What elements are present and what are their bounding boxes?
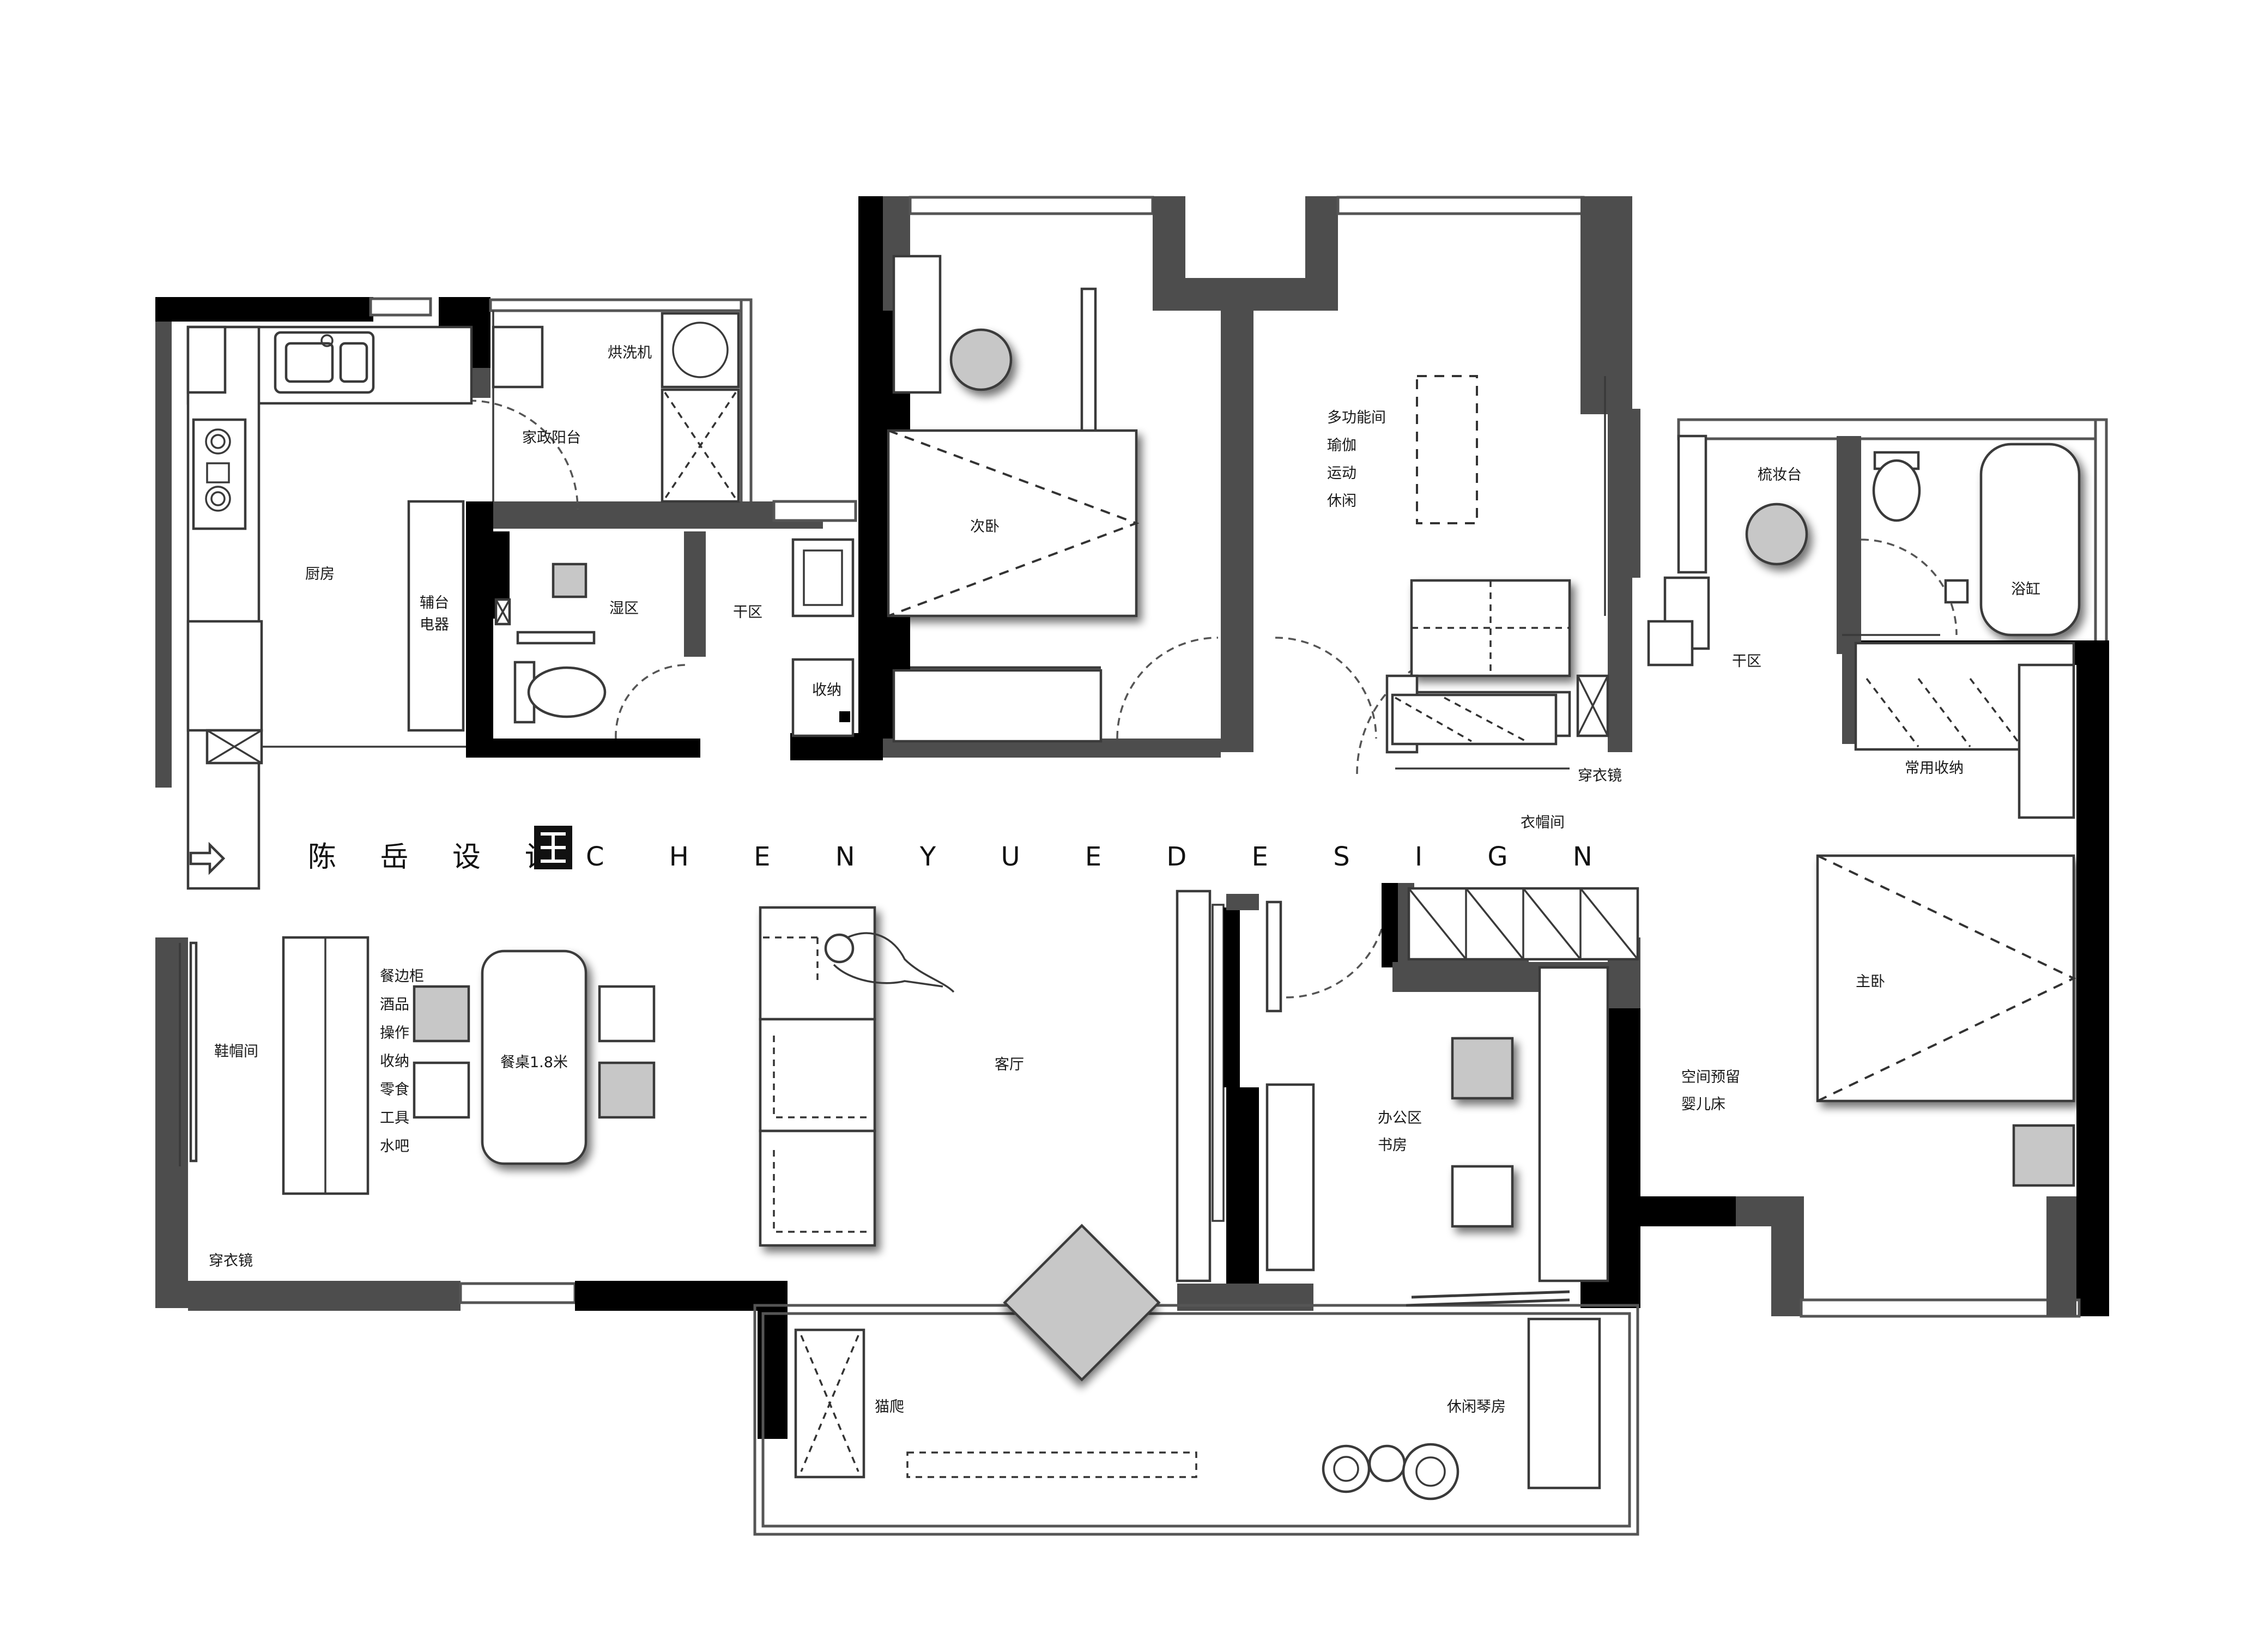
stove-icon xyxy=(192,418,247,530)
brand-line: 陈 岳 设 计 C H E N Y U E D E S I G N xyxy=(308,826,1621,874)
terrace-furniture xyxy=(794,1317,1601,1500)
label-crib-2: 婴儿床 xyxy=(1681,1096,1725,1113)
door-swing-kitchen-balcony xyxy=(468,400,579,510)
dining-table xyxy=(481,949,588,1165)
door-swing-master-bath xyxy=(1861,538,1958,636)
label-vanity: 梳妆台 xyxy=(1758,467,1802,483)
label-dressing-mirror-top: 穿衣镜 xyxy=(1578,767,1622,784)
potted-plant-icon xyxy=(1322,1443,1459,1500)
label-wet-zone: 湿区 xyxy=(609,600,639,617)
vanity-stool-icon xyxy=(1745,503,1808,566)
bathroom-fixtures xyxy=(493,531,855,737)
master-bedroom-furniture xyxy=(1816,663,2076,1187)
dining-furniture xyxy=(179,842,656,1195)
label-sideboard-5: 零食 xyxy=(380,1081,409,1098)
label-aux-counter-2: 电器 xyxy=(420,616,449,633)
label-dressing-mirror-bottom: 穿衣镜 xyxy=(209,1252,253,1269)
seal-logo-icon xyxy=(534,826,572,869)
label-office-1: 办公区 xyxy=(1378,1110,1422,1127)
bed xyxy=(1816,854,2075,1103)
sink-icon xyxy=(274,331,375,394)
label-sideboard-1: 餐边柜 xyxy=(380,968,424,985)
laundry-fixtures xyxy=(492,311,740,503)
multi-room-furniture xyxy=(1385,375,1609,754)
dryer-icon xyxy=(672,322,729,378)
label-dry-zone-right: 干区 xyxy=(1732,653,1761,670)
label-common-storage: 常用收纳 xyxy=(1905,760,1964,777)
label-sideboard-3: 操作 xyxy=(380,1025,409,1042)
label-second-bedroom: 次卧 xyxy=(970,518,1000,535)
chair xyxy=(598,985,656,1043)
kitchen-fixtures xyxy=(186,325,473,890)
label-dryer: 烘洗机 xyxy=(608,344,652,361)
second-bedroom-furniture xyxy=(887,328,1140,618)
label-multi-room-3: 运动 xyxy=(1327,465,1356,482)
label-crib-1: 空间预留 xyxy=(1681,1069,1740,1086)
label-multi-room-1: 多功能间 xyxy=(1327,409,1386,426)
label-cloakroom: 衣帽间 xyxy=(1521,814,1565,831)
room-labels: 厨房 家政阳台 烘洗机 辅台 电器 湿区 干区 收纳 次卧 多功能间 瑜伽 运动… xyxy=(209,344,2040,1415)
brand-name-cn: 陈 岳 设 计 xyxy=(308,841,571,874)
label-cat-climber: 猫爬 xyxy=(875,1399,904,1415)
label-service-balcony: 家政阳台 xyxy=(522,429,581,446)
label-storage-left: 收纳 xyxy=(812,682,841,699)
coffee-table xyxy=(1003,1224,1161,1382)
label-multi-room-4: 休闲 xyxy=(1327,493,1356,510)
chair xyxy=(598,1061,656,1119)
label-aux-counter-1: 辅台 xyxy=(420,595,449,612)
chair xyxy=(1451,1165,1514,1228)
study-furniture xyxy=(1451,966,1609,1282)
label-sideboard-4: 收纳 xyxy=(380,1053,409,1070)
label-office-2: 书房 xyxy=(1378,1137,1407,1154)
label-shoe-room: 鞋帽间 xyxy=(214,1043,258,1060)
bed xyxy=(887,429,1138,618)
round-stool-icon xyxy=(949,328,1013,391)
bathtub-icon xyxy=(1979,443,2081,637)
living-furniture xyxy=(759,889,1315,1382)
label-living-room: 客厅 xyxy=(995,1056,1024,1073)
toilet-icon xyxy=(513,661,607,724)
door-swing-bath xyxy=(615,664,687,739)
label-sideboard-2: 酒品 xyxy=(380,996,409,1013)
entry-arrow-icon xyxy=(189,842,226,875)
toilet-icon xyxy=(1872,451,1921,522)
door-swing-second-bedroom xyxy=(1116,637,1219,739)
person-lying-icon xyxy=(824,932,955,993)
label-master-bedroom: 主卧 xyxy=(1856,973,1885,990)
door-swing-study xyxy=(1286,896,1388,999)
door-swing-multi-room xyxy=(1275,637,1377,739)
chair xyxy=(413,985,470,1043)
label-dry-zone-left: 干区 xyxy=(733,604,762,621)
sofa xyxy=(759,906,876,1247)
label-sideboard-6: 工具 xyxy=(380,1110,409,1127)
chair xyxy=(413,1061,470,1119)
label-multi-room-2: 瑜伽 xyxy=(1327,437,1356,454)
brand-name-en: C H E N Y U E D E S I G N xyxy=(586,842,1621,872)
label-kitchen: 厨房 xyxy=(305,566,335,583)
chair xyxy=(1451,1037,1514,1100)
label-bathtub: 浴缸 xyxy=(2011,581,2040,598)
label-dining-table: 餐桌1.8米 xyxy=(500,1054,568,1071)
label-sideboard-7: 水吧 xyxy=(380,1138,409,1155)
label-leisure-piano: 休闲琴房 xyxy=(1447,1399,1506,1415)
